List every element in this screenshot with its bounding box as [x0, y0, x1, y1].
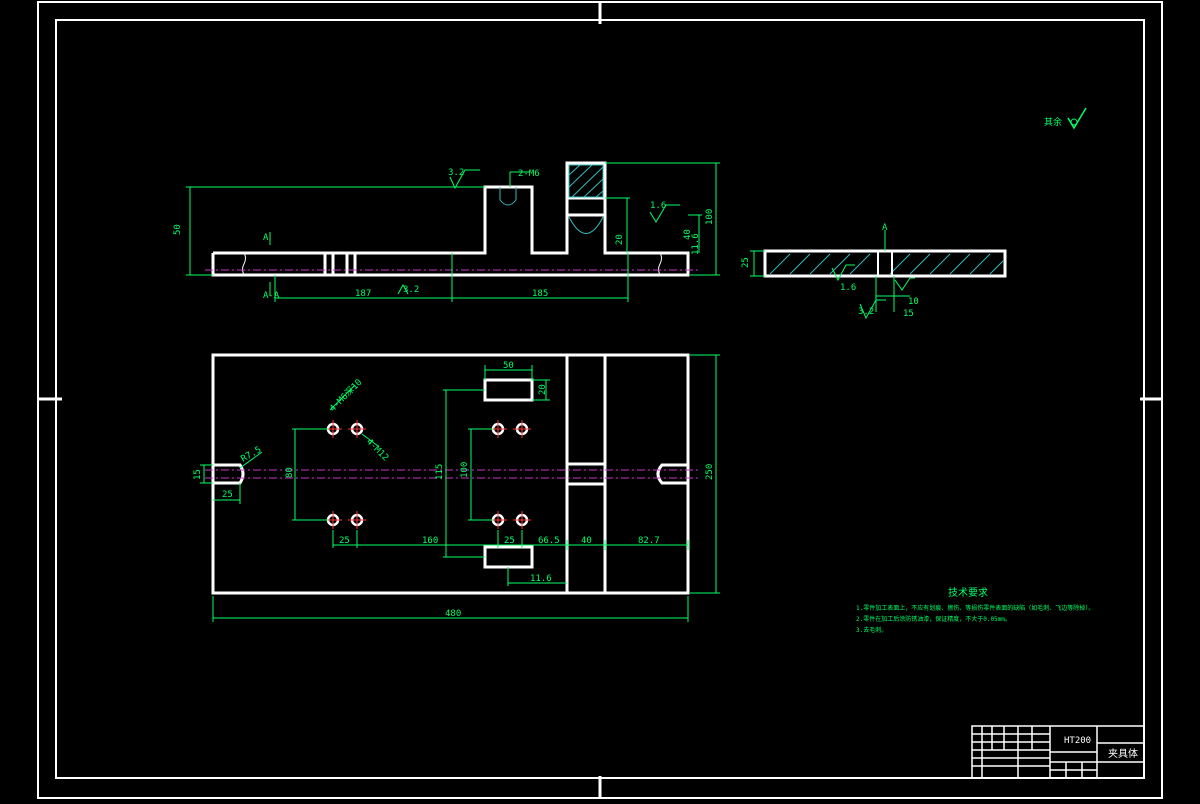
top-view: 50 20 4-M6深10 4-M12 15 R7.5 25 80 100 11…: [193, 353, 720, 622]
dim-top-bottom-6: 82.7: [638, 536, 660, 546]
top-view-labels: 50 20 4-M6深10 4-M12 15 R7.5 25 80 100 11…: [193, 361, 715, 619]
dim-top-bottom-1: 25: [339, 536, 350, 546]
hole: [348, 511, 366, 529]
title-part-name: 夹具体: [1108, 747, 1138, 760]
roughness-section-2: 3.2: [858, 307, 874, 317]
dim-front-span-right: 185: [532, 289, 548, 299]
dim-top-mid-vertical: 115: [435, 464, 445, 480]
front-view-outline: [211, 161, 690, 277]
section-labels: A 25 1.6 3.2 10 15: [741, 223, 919, 319]
technical-requirements: 技术要求 1.零件加工表面上，不应有划痕、擦伤、等损伤零件表面的缺陷（如毛刺、飞…: [856, 586, 1094, 634]
general-roughness: 其余: [1044, 107, 1087, 130]
dim-top-right-height: 250: [705, 464, 715, 480]
title-block-grid: [971, 725, 1145, 779]
roughness-front-2: 1.6: [650, 201, 666, 211]
dim-top-bottom-5: 40: [581, 536, 592, 546]
datum-front-a: A: [263, 233, 269, 243]
hole: [513, 420, 531, 438]
dim-top-hole-note-2: 4-M12: [364, 437, 390, 463]
dim-front-depth-2: 40: [683, 229, 693, 240]
section-view: A 25 1.6 3.2 10 15: [741, 223, 1007, 320]
front-view-dimensions: [186, 162, 720, 302]
title-part-code: HT200: [1064, 736, 1091, 746]
dim-top-slot-height: 20: [538, 384, 548, 395]
dim-front-right-height: 100: [705, 209, 715, 225]
roughness-note-text: 其余: [1044, 116, 1062, 128]
roughness-circle: [1070, 118, 1078, 126]
dim-top-bottom-offset: 11.6: [530, 574, 552, 584]
dim-top-bottom-4: 66.5: [538, 536, 560, 546]
dim-top-hole-note: 4-M6深10: [327, 377, 364, 414]
tech-req-line-1: 1.零件加工表面上，不应有划痕、擦伤、等损伤零件表面的缺陷（如毛刺、飞边等除掉）…: [856, 604, 1094, 612]
top-view-centerlines: [205, 469, 698, 479]
front-view-hatch: [499, 164, 604, 234]
dim-top-slot-width: 50: [503, 361, 514, 371]
hole: [513, 511, 531, 529]
section-slot: [877, 251, 893, 276]
section-marker: A: [882, 223, 888, 233]
front-view-labels: 50 2-M6 100 11.6 40 20 187 185 3.2 1.6 3…: [173, 168, 715, 301]
dim-top-overall-width: 480: [445, 609, 461, 619]
dim-section-offset-1: 10: [908, 297, 919, 307]
hole: [348, 420, 366, 438]
datum-front-b: A-A: [263, 291, 280, 301]
dim-top-left-slot-radius: R7.5: [240, 445, 264, 465]
tech-req-line-2: 2.零件在加工后涂防锈油漆，保证精度，不大于0.05mm。: [856, 615, 1011, 623]
dim-top-bottom-2: 160: [422, 536, 438, 546]
sheet-border: [37, 1, 1163, 799]
front-view-threads: [242, 252, 662, 276]
roughness-front-3: 3.2: [403, 285, 419, 295]
dim-top-mid-spacing: 100: [460, 462, 470, 478]
roughness-section-1: 1.6: [840, 283, 856, 293]
roughness-symbol: [1067, 107, 1087, 130]
tech-req-heading: 技术要求: [948, 586, 988, 599]
top-view-outline: [211, 353, 690, 595]
top-view-dimensions: [200, 354, 720, 622]
dim-front-depth-1: 11.6: [691, 233, 701, 255]
tech-req-line-3: 3.去毛刺。: [856, 626, 887, 634]
section-dimensions: [750, 230, 915, 320]
dim-top-left-slot-length: 25: [222, 490, 233, 500]
dim-front-depth-3: 20: [615, 234, 625, 245]
dim-top-bottom-3: 25: [504, 536, 515, 546]
dim-front-height: 50: [173, 224, 183, 235]
dim-section-thickness: 25: [741, 257, 751, 268]
dim-section-offset-2: 15: [903, 309, 914, 319]
dim-front-slot-note: 2-M6: [518, 169, 540, 179]
title-block: HT200 夹具体: [971, 725, 1145, 779]
mounting-holes: [324, 420, 531, 529]
section-hatch: [769, 253, 1004, 275]
roughness-front-1: 3.2: [448, 168, 464, 178]
front-view: 50 2-M6 100 11.6 40 20 187 185 3.2 1.6 3…: [173, 161, 720, 302]
dim-front-span-left: 187: [355, 289, 371, 299]
dim-top-left-spacing: 80: [285, 467, 295, 478]
center-marks: [38, 2, 1162, 798]
dim-top-left-slot-width: 15: [193, 469, 203, 480]
